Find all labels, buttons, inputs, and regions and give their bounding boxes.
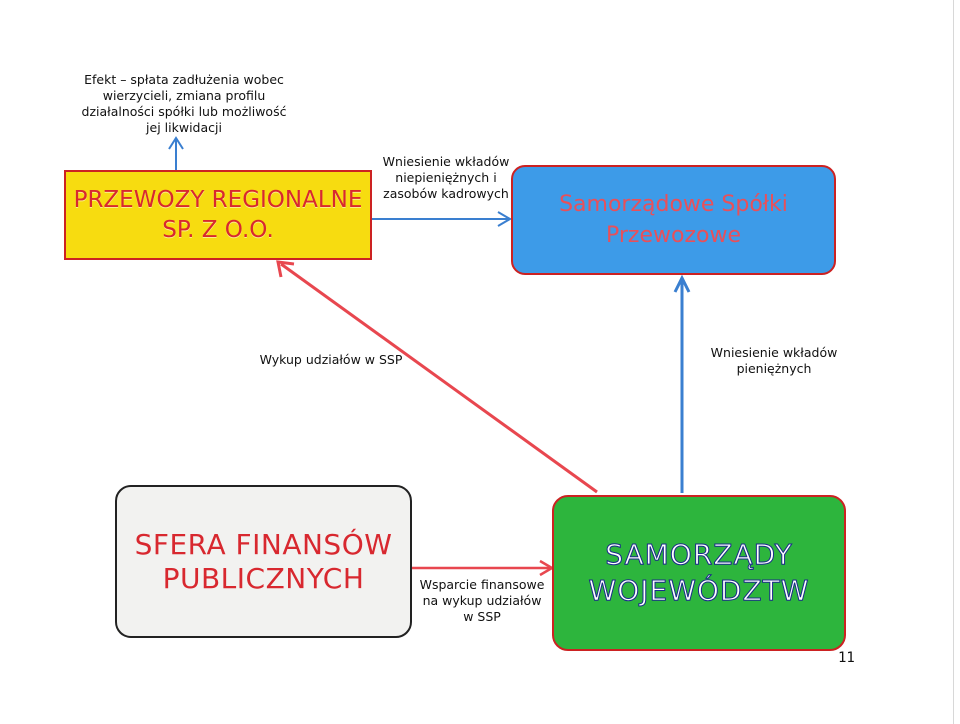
node-label-line: SFERA FINANSÓW xyxy=(134,527,393,561)
note-line: udziałów w SSP xyxy=(463,593,542,624)
node-label-line: SP. Z O.O. xyxy=(162,217,274,243)
node-label-line: WOJEWÓDZTW xyxy=(588,574,810,608)
node-samorzady-wojewodztw: SAMORZĄDY WOJEWÓDZTW xyxy=(552,495,846,651)
arrowhead-przewozy xyxy=(276,260,295,278)
arrowhead-ssp xyxy=(497,211,512,227)
arrowhead-ssp-bottom xyxy=(673,274,691,293)
note-line: pieniężnych xyxy=(736,361,812,376)
note-efekt: Efekt – spłata zadłużenia wobec wierzyci… xyxy=(74,72,294,136)
arrowhead-efekt xyxy=(168,136,184,150)
note-line: i zasobów kadrowych xyxy=(383,170,509,201)
note-line: Efekt – spłata zadłużenia wobec xyxy=(84,72,284,87)
note-line: jej likwidacji xyxy=(146,120,222,135)
node-label-line: SAMORZĄDY xyxy=(605,538,793,572)
arrow-samorzady-to-przewozy xyxy=(280,262,598,494)
note-line: niepieniężnych xyxy=(395,170,490,185)
page-number: 11 xyxy=(838,650,855,666)
node-label-line: PUBLICZNYCH xyxy=(162,561,365,595)
note-niepieniezne: Wniesienie wkładów niepieniężnych i zaso… xyxy=(374,154,518,202)
node-label-line: Samorządowe Spółki xyxy=(559,192,788,217)
note-line: Wykup udziałów w SSP xyxy=(259,352,403,367)
note-line: Wniesienie wkładów xyxy=(710,345,838,360)
node-samorzadowe-spolki: Samorządowe Spółki Przewozowe xyxy=(511,165,836,275)
node-przewozy-regionalne: PRZEWOZY REGIONALNE SP. Z O.O. xyxy=(64,170,372,260)
note-line: Wniesienie wkładów xyxy=(382,154,510,169)
note-wykup: Wykup udziałów w SSP xyxy=(246,352,416,368)
node-label-line: Przewozowe xyxy=(606,223,741,248)
note-line: wierzycieli, zmiana profilu xyxy=(102,88,266,103)
node-sfera-finansow: SFERA FINANSÓW PUBLICZNYCH xyxy=(115,485,412,638)
note-line: działalności spółki lub możliwość xyxy=(81,104,287,119)
note-line: Wsparcie xyxy=(419,577,477,592)
note-wsparcie: Wsparcie finansowe na wykup udziałów w S… xyxy=(416,577,548,625)
node-label-line: PRZEWOZY REGIONALNE xyxy=(73,187,363,213)
page-edge-line xyxy=(953,0,954,724)
note-pieniezne: Wniesienie wkładów pieniężnych xyxy=(704,345,844,377)
note-line: finansowe na wykup xyxy=(422,577,545,608)
